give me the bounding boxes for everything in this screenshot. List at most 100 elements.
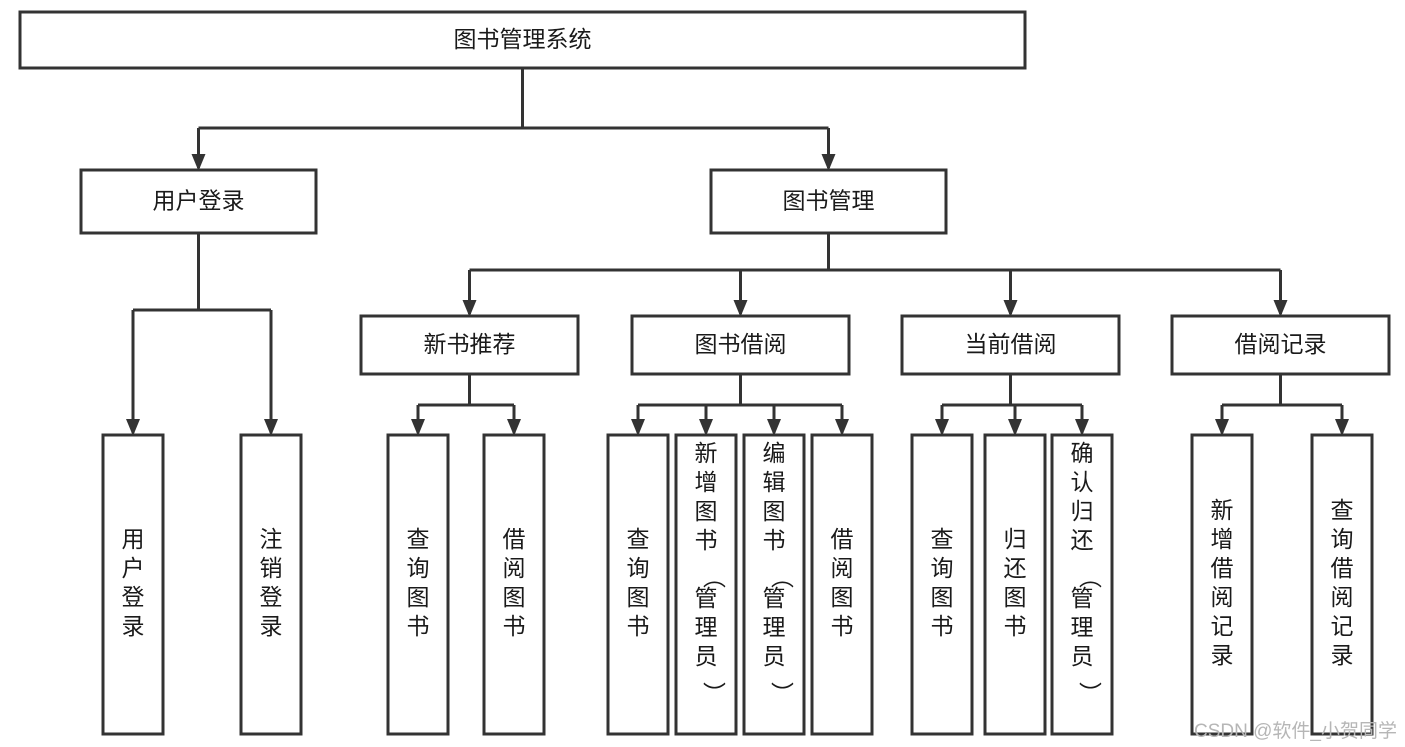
svg-text:（: （ — [701, 566, 727, 589]
svg-text:新: 新 — [1211, 497, 1234, 523]
level3-node-4-box[interactable] — [1170, 314, 1391, 376]
level3-node-4[interactable]: 借阅记录 — [1170, 314, 1391, 376]
arrow-head-icon — [821, 154, 836, 171]
svg-text:增: 增 — [1211, 526, 1234, 552]
leaf-node-13-box[interactable] — [1310, 433, 1374, 736]
svg-text:图: 图 — [627, 584, 650, 610]
svg-text:登: 登 — [122, 584, 145, 610]
arrow-head-icon — [1003, 300, 1018, 317]
svg-text:增: 增 — [695, 469, 718, 495]
svg-text:查: 查 — [407, 526, 430, 552]
level3-node-1-box[interactable] — [359, 314, 580, 376]
svg-text:还: 还 — [1004, 555, 1027, 581]
root-node-book-management-system[interactable]: 图书管理系统 — [18, 10, 1027, 70]
leaf-node-7-box[interactable] — [742, 433, 806, 736]
level3-node-2[interactable]: 图书借阅 — [630, 314, 851, 376]
svg-text:编: 编 — [763, 440, 786, 466]
arrow-head-icon — [126, 419, 140, 436]
leaf-node-2-box[interactable] — [239, 433, 303, 736]
svg-text:归: 归 — [1071, 498, 1094, 524]
level2-node-1-label: 用户登录 — [153, 188, 245, 214]
leaf-node-9-box[interactable] — [910, 433, 974, 736]
leaf-node-4-box[interactable] — [482, 433, 546, 736]
svg-text:询: 询 — [1331, 526, 1354, 552]
leaf-node-12-box[interactable] — [1190, 433, 1254, 736]
svg-text:）: ） — [701, 682, 727, 705]
arrow-head-icon — [462, 300, 477, 317]
svg-text:还: 还 — [1071, 527, 1094, 553]
level2-node-2-box[interactable] — [709, 168, 948, 235]
svg-text:借: 借 — [503, 526, 526, 552]
csdn-watermark: CSDN @软件_小贺同学 — [1194, 721, 1397, 742]
arrow-head-icon — [1075, 419, 1089, 436]
svg-text:书: 书 — [407, 613, 430, 639]
leaf-node-3-box[interactable] — [386, 433, 450, 736]
leaf-node-5-box[interactable] — [606, 433, 670, 736]
svg-text:（: （ — [1077, 566, 1103, 589]
svg-text:确: 确 — [1071, 440, 1094, 466]
svg-text:图: 图 — [695, 498, 718, 524]
arrow-head-icon — [507, 419, 521, 436]
svg-text:记: 记 — [1211, 613, 1234, 639]
level3-node-3[interactable]: 当前借阅 — [900, 314, 1121, 376]
level3-node-3-box[interactable] — [900, 314, 1121, 376]
leaf-node-1[interactable]: 用户登录 — [101, 433, 165, 736]
svg-text:理: 理 — [695, 614, 718, 640]
svg-text:借: 借 — [831, 526, 854, 552]
leaf-node-10-box[interactable] — [983, 433, 1047, 736]
level3-node-2-box[interactable] — [630, 314, 851, 376]
svg-text:书: 书 — [1004, 613, 1027, 639]
svg-text:登: 登 — [260, 584, 283, 610]
svg-text:员: 员 — [763, 643, 786, 669]
svg-text:记: 记 — [1331, 613, 1354, 639]
svg-text:员: 员 — [695, 643, 718, 669]
svg-text:阅: 阅 — [1331, 584, 1354, 610]
level2-node-1-box[interactable] — [79, 168, 318, 235]
svg-text:）: ） — [1077, 682, 1103, 705]
svg-text:销: 销 — [260, 555, 283, 581]
arrow-head-icon — [264, 419, 278, 436]
svg-text:询: 询 — [931, 555, 954, 581]
nodes-layer: 图书管理系统用户登录图书管理新书推荐图书借阅当前借阅借阅记录用户登录注销登录查询… — [18, 10, 1391, 736]
leaf-node-6-box[interactable] — [674, 433, 738, 736]
leaf-node-8-box[interactable] — [810, 433, 874, 736]
level3-node-1-label: 新书推荐 — [424, 331, 516, 357]
level2-node-1[interactable]: 用户登录 — [79, 168, 318, 235]
leaf-node-11-box[interactable] — [1050, 433, 1114, 736]
svg-text:借: 借 — [1331, 555, 1354, 581]
svg-text:书: 书 — [627, 613, 650, 639]
svg-text:书: 书 — [763, 527, 786, 553]
arrow-head-icon — [835, 419, 849, 436]
root-node-book-management-system-box[interactable] — [18, 10, 1027, 70]
svg-text:图: 图 — [1004, 584, 1027, 610]
svg-text:阅: 阅 — [503, 555, 526, 581]
svg-text:借: 借 — [1211, 555, 1234, 581]
arrow-head-icon — [1273, 300, 1288, 317]
arrow-head-icon — [1335, 419, 1349, 436]
leaf-node-1-box[interactable] — [101, 433, 165, 736]
svg-text:归: 归 — [1004, 526, 1027, 552]
level2-node-2[interactable]: 图书管理 — [709, 168, 948, 235]
level3-node-1[interactable]: 新书推荐 — [359, 314, 580, 376]
level2-node-2-label: 图书管理 — [783, 188, 875, 214]
